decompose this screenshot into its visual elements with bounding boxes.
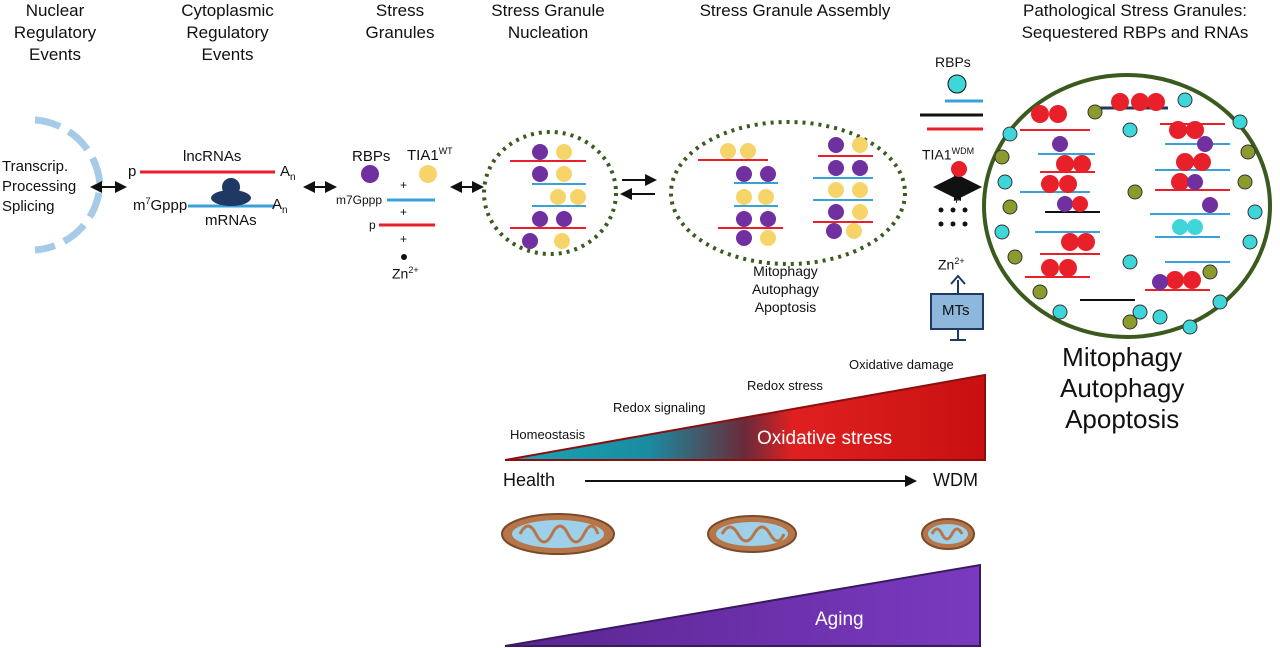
tia1-sup: WDM (951, 146, 975, 156)
label-oxidative-damage: Oxidative damage (849, 357, 954, 372)
sg-tia1-label: TIA1WT (407, 146, 453, 164)
label-aging: Aging (815, 609, 864, 630)
zn-sup: 2+ (954, 256, 965, 266)
nucleation-boundary (482, 130, 618, 256)
an-sub: n (282, 205, 288, 216)
tia1-text: TIA1 (922, 146, 952, 163)
pathological-boundary (982, 73, 1272, 339)
pathological-granule (982, 73, 1272, 339)
an-sub: n (290, 172, 296, 183)
mts-inhibitor (930, 274, 984, 341)
zn-text: Zn (938, 256, 955, 273)
wdm-rbp-icon (947, 74, 967, 94)
mts-label: MTs (942, 302, 970, 319)
mrna-cap: m7Gppp (133, 196, 187, 214)
header-assembly: Stress Granule Assembly (699, 1, 891, 20)
sg-mrna-cap: m7Gppp (336, 193, 383, 207)
cytoplasmic-rnas (140, 170, 275, 208)
sg-rbps-label: RBPs (352, 148, 391, 165)
label-redox-signaling: Redox signaling (613, 400, 706, 415)
header-nucleation: Stress Granule Nucleation (491, 1, 605, 42)
label-health: Health (503, 470, 556, 490)
lncrnas-label: lncRNAs (183, 148, 242, 165)
mitochondria-row (501, 513, 975, 555)
label-redox-stress: Redox stress (747, 378, 823, 393)
sg-zinc-label: Zn2+ (392, 265, 419, 282)
header-cytoplasmic: Cytoplasmic Regulatory Events (181, 1, 274, 64)
assembly-process-list: Mitophagy Autophagy Apoptosis (752, 263, 819, 315)
gppp-text: Gppp (150, 197, 188, 214)
tia1-icon (419, 165, 437, 183)
label-wdm: WDM (933, 470, 978, 490)
aging-wedge-shape (504, 563, 981, 647)
an-text: A (272, 196, 283, 213)
tia1-text: TIA1 (407, 147, 439, 164)
zn-sup: 2+ (408, 265, 419, 275)
zn-text: Zn (392, 265, 409, 282)
label-homeostasis: Homeostasis (510, 427, 586, 442)
label-oxidative-stress: Oxidative stress (757, 428, 893, 449)
wdm-zinc-dots (938, 207, 968, 227)
ribosome-large-icon (211, 190, 251, 206)
assembly-boundary (669, 120, 907, 266)
m-text: m (133, 197, 146, 214)
nucleation-granule (482, 130, 618, 256)
header-pathological: Pathological Stress Granules: Sequestere… (1021, 1, 1249, 42)
header-nuclear: Nuclear Regulatory Events (13, 1, 97, 64)
an-text: A (280, 163, 291, 180)
wdm-rbps-label: RBPs (935, 54, 971, 70)
nucleus-arc (34, 116, 104, 254)
mrnas-label: mRNAs (205, 212, 257, 229)
sg-plus-3: + (400, 232, 408, 246)
lncrna-p: p (128, 163, 137, 180)
pathological-process-list: Mitophagy Autophagy Apoptosis (1060, 342, 1185, 434)
wdm-tia1-icon (951, 161, 967, 177)
oxidative-stress-wedge (504, 373, 986, 461)
zinc-dot-icon (401, 254, 407, 260)
wdm-plus: + (953, 193, 961, 207)
sg-plus-1: + (400, 178, 408, 192)
sg-plus-2: + (400, 205, 408, 219)
pathological-particles (994, 92, 1263, 335)
m7-sup: 7 (145, 196, 151, 206)
header-stress-granules: Stress Granules (365, 1, 435, 42)
sg-p: p (369, 218, 376, 232)
mitochondrion-large-icon (501, 513, 615, 555)
lncrna-an: An (280, 163, 296, 183)
mrna-an: An (272, 196, 288, 216)
aging-wedge (504, 563, 981, 647)
assembly-granule (669, 120, 907, 266)
rbp-icon (361, 165, 379, 183)
stress-granule-components (361, 165, 437, 260)
ribosome-small-icon (222, 178, 240, 196)
oxidative-wedge-shape (504, 373, 986, 461)
mitochondrion-small-icon (921, 518, 975, 550)
mitochondrion-medium-icon (707, 515, 797, 553)
nuclear-processes: Transcrip. Processing Splicing (2, 158, 77, 215)
wdm-tia1-label: TIA1WDM (922, 146, 974, 163)
wdm-zinc-label: Zn2+ (938, 256, 965, 273)
wdm-components (920, 74, 983, 227)
tia1-sup: WT (438, 146, 453, 156)
health-wdm-arrow (585, 475, 917, 487)
